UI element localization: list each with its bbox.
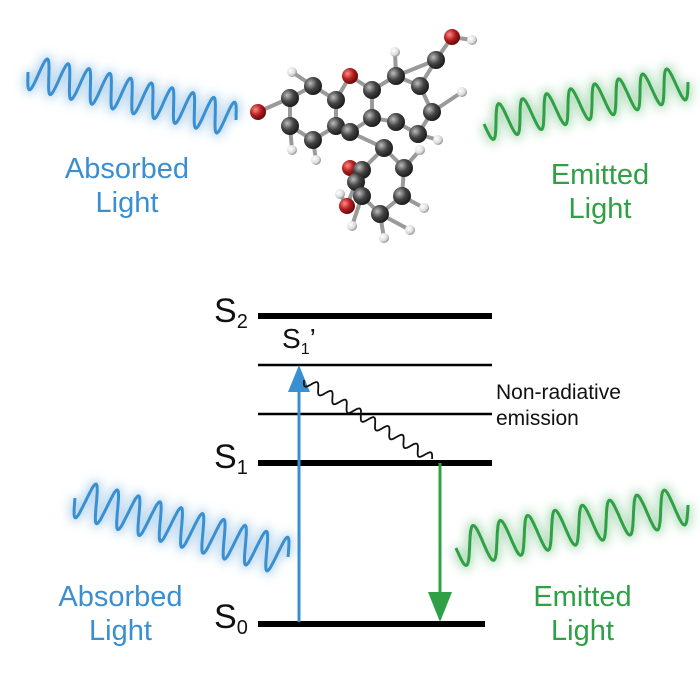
emitted-wave-bottom (451, 485, 693, 570)
carbon-atom (341, 123, 359, 141)
hydrogen-atom (415, 145, 425, 155)
carbon-atom (353, 187, 371, 205)
hydrogen-atom (347, 221, 357, 231)
hydrogen-atom (287, 67, 297, 77)
level-s1-prime-mark: ’ (309, 323, 316, 354)
non-radiative-squiggle (303, 379, 433, 460)
emitted-wave-top (479, 64, 693, 144)
top-emitted-light-label: Emitted Light (515, 158, 685, 226)
hydrogen-atom (390, 47, 400, 57)
hydrogen-atom (467, 35, 477, 45)
carbon-atom (304, 77, 322, 95)
level-s1-prime-label: S1’ (282, 323, 316, 359)
hydrogen-atom (419, 203, 429, 213)
carbon-atom (363, 81, 381, 99)
top-absorbed-line1: Absorbed (64, 153, 190, 185)
hydrogen-atom (379, 233, 389, 243)
top-emitted-line1: Emitted (550, 159, 650, 191)
fluorescein-molecule-model (250, 29, 477, 243)
absorbed-wave-bottom (69, 479, 294, 576)
hydrogen-atom (335, 189, 345, 199)
carbon-atom (409, 125, 427, 143)
energy-level-diagram (258, 313, 492, 627)
level-s2-label: S2 (214, 292, 248, 334)
carbon-atom (281, 117, 299, 135)
bottom-absorbed-light-label: Absorbed Light (38, 580, 203, 648)
level-s0-sub: 0 (236, 617, 248, 639)
carbon-atom (327, 91, 345, 109)
absorption-arrowhead (288, 365, 310, 392)
level-s2-main: S (214, 292, 237, 330)
carbon-atom (395, 159, 413, 177)
non-radiative-line2: emission (496, 407, 579, 431)
hydrogen-atom (287, 145, 297, 155)
carbon-atom (387, 67, 405, 85)
carbon-atom (304, 131, 322, 149)
carbon-atom (347, 173, 365, 191)
bottom-emitted-light-label: Emitted Light (500, 580, 665, 648)
level-s1-main: S (214, 438, 237, 476)
carbon-atom (281, 89, 299, 107)
carbon-atom (411, 77, 429, 95)
level-s2-sub: 2 (236, 311, 248, 333)
absorbed-wave-top (23, 54, 241, 138)
oxygen-atom (250, 104, 266, 120)
carbon-atom (393, 187, 411, 205)
carbon-atom (363, 109, 381, 127)
carbon-atom (371, 205, 389, 223)
emission-arrowhead (428, 592, 452, 622)
top-absorbed-line2: Light (95, 187, 159, 220)
carbon-atom (327, 117, 345, 135)
oxygen-atom (342, 68, 358, 84)
hydrogen-atom (433, 135, 443, 145)
carbon-atom (375, 139, 393, 157)
bottom-emitted-line1: Emitted (533, 581, 632, 613)
hydrogen-atom (405, 225, 415, 235)
non-radiative-emission-label: Non-radiative emission (496, 380, 621, 433)
carbon-atom (387, 113, 405, 131)
oxygen-atom (339, 198, 355, 214)
carbon-atom (423, 103, 441, 121)
level-s1-prime-main: S (282, 323, 301, 354)
carbon-atom (427, 51, 445, 69)
top-absorbed-light-label: Absorbed Light (42, 152, 212, 220)
level-s0-main: S (214, 598, 237, 636)
bottom-absorbed-line2: Light (89, 615, 152, 648)
level-s1-prime-sub: 1 (300, 341, 310, 358)
hydrogen-atom (311, 155, 321, 165)
hydrogen-atom (457, 87, 467, 97)
oxygen-atom (444, 29, 460, 45)
non-radiative-line1: Non-radiative (496, 381, 621, 404)
top-emitted-line2: Light (568, 193, 632, 226)
bottom-emitted-line2: Light (551, 615, 614, 648)
level-s1-sub: 1 (236, 457, 248, 479)
bottom-absorbed-line1: Absorbed (58, 581, 183, 613)
level-s0-label: S0 (214, 598, 248, 640)
level-s1-label: S1 (214, 438, 248, 480)
